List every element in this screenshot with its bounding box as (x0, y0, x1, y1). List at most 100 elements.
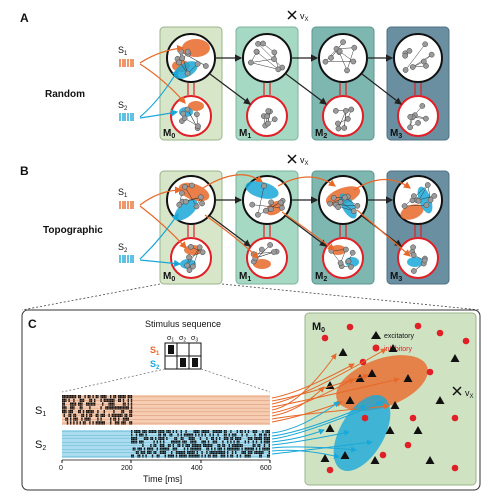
exc-b2-neuron (330, 194, 337, 201)
grid-s2-label: S2 (150, 359, 160, 371)
arrow-b-0-1-inh (209, 215, 251, 247)
inh-a2-neuron (335, 120, 341, 127)
vx-icon-c (452, 386, 462, 396)
exc-b0-neuron (198, 194, 204, 200)
inh-a3-neuron (419, 103, 426, 109)
stim-seq-title: Stimulus sequence (145, 319, 221, 329)
exc-b0-neuron (176, 201, 183, 208)
inh-b0-neuron (199, 249, 206, 256)
exc-a0-neuron (184, 48, 191, 55)
exc-a1-synapse (256, 51, 279, 70)
raster-s1-trains (62, 396, 270, 424)
legend-exc-label: excitatory (384, 333, 414, 340)
topo-s1-b23-inh (356, 209, 411, 257)
exc-b0-synapse (184, 186, 197, 207)
m0-inhibitory-neuron (409, 414, 417, 422)
inh-b2-neuron (343, 246, 349, 253)
inh-b3-neuron (411, 268, 417, 274)
input-arrows (271, 348, 400, 459)
exc-b3-neuron (427, 197, 434, 203)
exc-a2-neuron (336, 48, 343, 55)
panel-b-neurons (176, 182, 438, 274)
s2-patch-b0 (174, 199, 198, 221)
panel-b-arrows (187, 174, 422, 259)
zoom-line-right (221, 283, 481, 311)
m0-excitatory-neuron (320, 454, 330, 462)
grid-zoom-right (200, 368, 271, 393)
exc-b2-neuron (337, 199, 344, 205)
s2-input-arrow (271, 446, 357, 453)
inh-b0-neuron (186, 254, 192, 261)
s2-patch-a (174, 61, 198, 79)
inh-a3-neuron (407, 124, 413, 131)
s2-input-inh-a (139, 109, 179, 119)
vx-marker-b: vX (287, 154, 309, 167)
s1-input-arrow (271, 403, 390, 420)
panel-b-module-labels: M0 M1 M2 M3 (163, 271, 402, 283)
s2-ticks-a (119, 113, 134, 121)
exc-b3-neuron (401, 203, 408, 209)
exc-b0-neuron (193, 203, 200, 210)
s2-input-arrow (271, 439, 373, 455)
inh-b0-neuron (184, 262, 191, 269)
inh-b0-neuron (187, 243, 194, 250)
exc-a3-neuron (422, 41, 428, 48)
topo-s1-b01 (202, 174, 263, 189)
stim-seq-grid: S1 S2 (150, 342, 202, 371)
exc-a0-neuron (194, 61, 201, 67)
inh-a1-neuron (271, 116, 278, 123)
inh-a1-neuron (265, 108, 272, 114)
inh-a0-neuron (194, 111, 200, 118)
inh-b1-neuron (267, 242, 273, 248)
grid-cell-s2-sigma3 (192, 358, 198, 367)
exc-a1-neuron (275, 66, 282, 73)
panel-a-label: A (20, 11, 29, 25)
m0-excitatory-neuron (435, 396, 445, 404)
s1-input-arrow (271, 386, 325, 417)
raster-s2-label: S2 (35, 439, 46, 452)
sigma-2: σ2 (179, 335, 186, 344)
m0-inhibitory-neuron (451, 464, 459, 472)
sigma-headers: σ1 σ2 σ3 (167, 335, 198, 344)
s1-input-inh-b (139, 205, 187, 249)
exc-b2-neuron (335, 204, 341, 211)
exc-b0-neuron (179, 190, 185, 196)
m0-inhibitory-neuron (346, 323, 354, 331)
panel-a-module-labels: M0 M1 M2 M3 (163, 128, 402, 140)
vx-label-c: vX (465, 388, 474, 400)
exc-b3-neuron (411, 193, 417, 199)
grid-cell-s2-sigma2 (180, 358, 186, 367)
inh-b3-neuron (410, 244, 416, 251)
s2-input-exc-b (139, 213, 179, 260)
m0-zoom-label: M0 (312, 321, 325, 334)
inh-a0-neuron (195, 123, 201, 129)
s1-label-a: S1 (118, 45, 128, 57)
exc-a3-neuron (428, 51, 435, 58)
m0-excitatory-neuron (425, 456, 435, 464)
inh-a2-neuron (343, 107, 349, 114)
s1-patch-b1-inh (253, 259, 271, 269)
s2-patch-b3-inh (407, 257, 423, 267)
s1-label-b: S1 (118, 187, 128, 199)
inh-a3-neuron (407, 113, 414, 120)
s2-input-arrow (271, 401, 340, 434)
legend-exc-icon (371, 331, 381, 339)
exc-b2-neuron (341, 194, 348, 201)
grid-s1-label: S1 (150, 345, 160, 357)
zoom-line-left (21, 283, 161, 311)
topo-s1-b12 (277, 176, 336, 187)
tick-label-400: 400 (191, 465, 203, 472)
s2-label-b: S2 (118, 242, 128, 254)
exc-a1-neuron (253, 48, 260, 55)
exc-a0-neuron (176, 59, 182, 66)
tick-label-0: 0 (59, 465, 63, 472)
panel-b-inputs: S1 S2 (118, 186, 187, 267)
s2-label-a: S2 (118, 100, 128, 112)
exc-b0-neuron (188, 182, 195, 189)
exc-pop-a3 (393, 33, 443, 83)
s2-ticks-b (119, 255, 134, 263)
exc-a3-synapse (405, 44, 426, 71)
inh-b0-synapse (187, 247, 200, 266)
s1-input-arrow (271, 348, 387, 405)
exc-b2-neuron (350, 208, 357, 214)
